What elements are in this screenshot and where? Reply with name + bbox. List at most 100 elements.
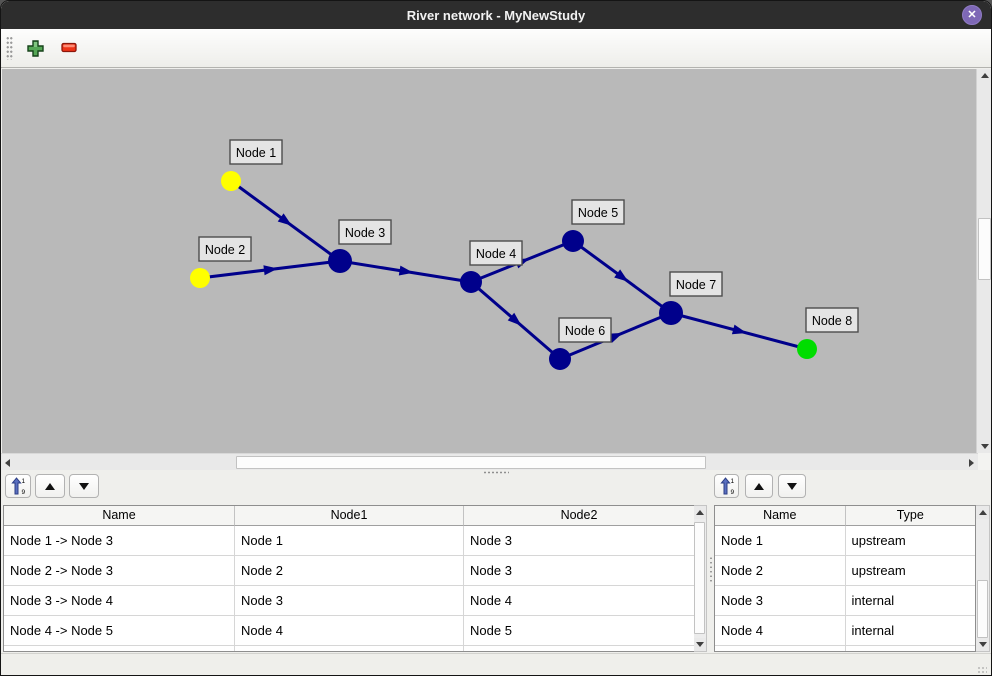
node-label-box: [338, 219, 392, 245]
edge-arrow-icon: [507, 312, 522, 326]
scroll-up-icon[interactable]: [694, 506, 706, 519]
edge-arrow-icon: [398, 265, 414, 276]
branches-move-up-button[interactable]: [35, 474, 65, 498]
canvas-vertical-scrollbar[interactable]: [976, 69, 991, 453]
nodes-move-up-button[interactable]: [745, 474, 773, 498]
cell: Node 4: [715, 616, 846, 646]
add-node-button[interactable]: [23, 36, 47, 60]
cell: Node 4: [464, 586, 694, 616]
cell: Node 3: [235, 586, 464, 616]
cell: Node 2 -> Node 3: [4, 556, 235, 586]
table-row[interactable]: [715, 646, 976, 651]
node-label-box: [571, 199, 625, 225]
cell: Node 5: [464, 616, 694, 646]
svg-text:9: 9: [22, 489, 26, 495]
scrollbar-corner: [978, 453, 991, 470]
titlebar[interactable]: River network - MyNewStudy ✕: [1, 1, 991, 29]
node-label: Node 6: [565, 324, 605, 338]
nodes-sort-button[interactable]: 1 9: [714, 474, 739, 498]
window-title: River network - MyNewStudy: [406, 7, 586, 23]
vscroll-thumb[interactable]: [978, 218, 991, 280]
remove-node-button[interactable]: [57, 36, 81, 60]
node-label-box: [669, 271, 723, 297]
main-toolbar: [1, 29, 991, 68]
column-header-name[interactable]: Name: [715, 506, 846, 526]
toolbar-grip-icon[interactable]: [6, 36, 13, 60]
up-arrow-icon: [45, 482, 55, 490]
node-label: Node 7: [676, 278, 716, 292]
hscroll-thumb[interactable]: [236, 456, 706, 469]
close-icon[interactable]: ✕: [962, 5, 982, 25]
scroll-left-icon[interactable]: [1, 455, 14, 470]
up-arrow-icon: [754, 482, 764, 490]
vertical-splitter[interactable]: [709, 556, 713, 582]
resize-grip-icon[interactable]: [977, 666, 987, 674]
node-circle[interactable]: [221, 171, 241, 191]
scroll-right-icon[interactable]: [965, 455, 978, 470]
node-label-box: [469, 240, 523, 266]
branches-move-down-button[interactable]: [69, 474, 99, 498]
scroll-down-icon[interactable]: [977, 440, 991, 453]
sort-icon: 1 9: [11, 477, 26, 495]
nodes-move-down-button[interactable]: [778, 474, 806, 498]
status-bar: [1, 653, 991, 675]
node-label: Node 5: [578, 206, 618, 220]
edge-arrow-icon: [263, 265, 278, 276]
column-header-node1[interactable]: Node1: [235, 506, 464, 526]
node-label-box: [229, 139, 283, 165]
node-circle[interactable]: [328, 249, 352, 273]
table-row[interactable]: [4, 646, 694, 651]
scroll-down-icon[interactable]: [694, 638, 706, 651]
column-header-type[interactable]: Type: [845, 506, 975, 526]
node-label-box: [805, 307, 859, 333]
node-circle[interactable]: [797, 339, 817, 359]
canvas-horizontal-scrollbar[interactable]: [1, 453, 978, 470]
table-scroll-thumb[interactable]: [694, 522, 705, 634]
horizontal-splitter[interactable]: [1, 470, 991, 474]
branches-sort-button[interactable]: 1 9: [5, 474, 31, 498]
cell: Node 3 -> Node 4: [4, 586, 235, 616]
cell: Node 1: [235, 526, 464, 556]
cell: [846, 646, 976, 651]
node-circle[interactable]: [460, 271, 482, 293]
node-circle[interactable]: [562, 230, 584, 252]
nodes-table-scrollbar[interactable]: [976, 505, 990, 652]
column-header-name[interactable]: Name: [4, 506, 235, 526]
branches-table-scrollbar[interactable]: [694, 505, 707, 652]
cell: [715, 646, 846, 651]
column-header-node2[interactable]: Node2: [464, 506, 694, 526]
down-arrow-icon: [79, 482, 89, 490]
node-label: Node 3: [345, 226, 385, 240]
scroll-up-icon[interactable]: [976, 506, 989, 519]
svg-text:1: 1: [22, 478, 26, 485]
cell: Node 1: [715, 526, 846, 556]
cell: upstream: [845, 526, 975, 556]
cell: [4, 646, 235, 651]
cell: [464, 646, 694, 651]
table-scroll-thumb[interactable]: [977, 580, 988, 638]
cell: Node 2: [235, 556, 464, 586]
edge-arrow-icon: [608, 332, 623, 343]
scroll-up-icon[interactable]: [977, 69, 991, 82]
node-circle[interactable]: [659, 301, 683, 325]
splitter-grip-icon: [483, 470, 509, 474]
node-label-box: [198, 236, 252, 262]
scroll-down-icon[interactable]: [976, 638, 989, 651]
node-circle[interactable]: [549, 348, 571, 370]
cell: Node 4: [235, 616, 464, 646]
cell: Node 3: [464, 556, 694, 586]
node-circle[interactable]: [190, 268, 210, 288]
